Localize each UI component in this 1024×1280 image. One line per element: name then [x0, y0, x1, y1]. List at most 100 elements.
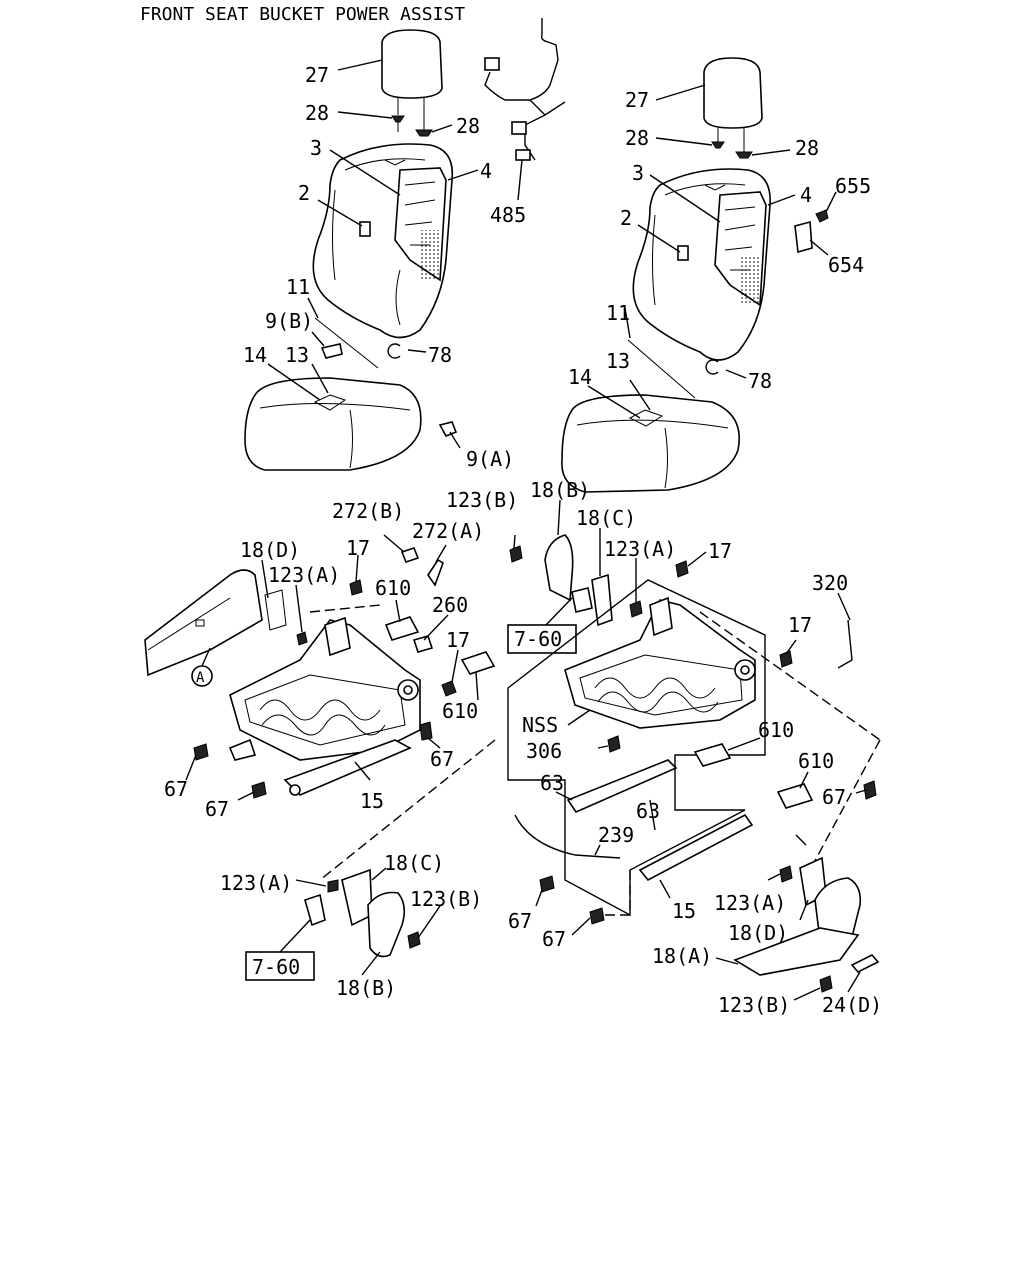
- bolt-67f: [589, 907, 605, 925]
- rod-11-left: [314, 317, 379, 369]
- bolt-67b: [193, 743, 209, 761]
- label-78: 78: [748, 369, 772, 393]
- cushion-right: [561, 394, 740, 493]
- label-18d: 18(D): [240, 538, 300, 562]
- bolt-17c: [675, 560, 689, 578]
- bolt-123a3: [779, 865, 793, 883]
- label-485: 485: [490, 203, 526, 227]
- label-15: 15: [360, 789, 384, 813]
- label-260: 260: [432, 593, 468, 617]
- bolt-123b2: [407, 931, 421, 949]
- ref-box-7-60a: [507, 624, 577, 654]
- label-67: 67: [508, 909, 532, 933]
- label-18c: 18(C): [576, 506, 636, 530]
- label-17: 17: [788, 613, 812, 637]
- label-3: 3: [310, 136, 322, 160]
- part-2-left: [359, 221, 371, 237]
- guide-28-left: [391, 115, 433, 137]
- bracket-18c-right: [591, 573, 613, 627]
- label-27: 27: [625, 88, 649, 112]
- label-9b: 9(B): [265, 309, 313, 333]
- cover-18d-right: [814, 877, 862, 946]
- bracket-18c: [341, 868, 373, 927]
- label-610: 610: [758, 718, 794, 742]
- label-67: 67: [822, 785, 846, 809]
- part-260: [412, 635, 434, 653]
- label-123a: 123(A): [604, 537, 676, 561]
- cover-654: [794, 220, 813, 254]
- label-28: 28: [456, 114, 480, 138]
- label-272a: 272(A): [412, 519, 484, 543]
- label-28: 28: [305, 101, 329, 125]
- label-14: 14: [568, 365, 592, 389]
- label-7-60: 7-60: [252, 955, 300, 979]
- clip-272a: [427, 558, 444, 587]
- bolt-67c: [251, 781, 267, 799]
- bolt-123b3: [819, 975, 833, 993]
- cover-18b-right: [544, 534, 574, 602]
- switch-7-60a: [304, 893, 326, 927]
- label-18b: 18(B): [530, 478, 590, 502]
- rod-320: [837, 619, 853, 669]
- cover-610b: [460, 651, 496, 675]
- label-4: 4: [480, 159, 492, 183]
- leader-dash-1: [309, 604, 381, 613]
- rails-right: [514, 759, 754, 882]
- label-655: 655: [835, 174, 871, 198]
- bolt-123a-right: [629, 600, 643, 618]
- seatback-frame-right: [714, 191, 767, 307]
- leader-dash-5: [809, 739, 881, 871]
- label-17: 17: [708, 539, 732, 563]
- bolt-67e: [539, 875, 555, 893]
- label-654: 654: [828, 253, 864, 277]
- label-11: 11: [286, 275, 310, 299]
- seat-frame-left: [229, 616, 421, 761]
- label-63: 63: [540, 771, 564, 795]
- cushion-left: [244, 377, 422, 471]
- label-28: 28: [625, 126, 649, 150]
- label-4: 4: [800, 183, 812, 207]
- label-123a: 123(A): [268, 563, 340, 587]
- label-17: 17: [346, 536, 370, 560]
- cover-18a: [733, 927, 860, 976]
- label-3: 3: [632, 161, 644, 185]
- part-2-right: [677, 245, 689, 261]
- label-610: 610: [375, 576, 411, 600]
- label-17: 17: [446, 628, 470, 652]
- label-nss: NSS: [522, 713, 558, 737]
- bolt-123a1: [296, 631, 308, 646]
- label-78: 78: [428, 343, 452, 367]
- clip-9a: [438, 421, 458, 438]
- bracket-18d: [264, 589, 287, 631]
- bolt-67d: [863, 780, 877, 800]
- nut-306: [607, 735, 621, 753]
- leader-dash-3: [605, 870, 631, 916]
- label-13: 13: [606, 349, 630, 373]
- label-18b: 18(B): [336, 976, 396, 1000]
- label-11: 11: [606, 301, 630, 325]
- diagram-title: FRONT SEAT BUCKET POWER ASSIST: [140, 4, 465, 25]
- exploded-boundary: [507, 579, 766, 917]
- screw-655: [815, 209, 829, 223]
- seat-frame-right: [564, 596, 756, 729]
- cover-18b: [367, 891, 406, 958]
- leader-lines: [185, 59, 867, 1001]
- bolt-17b: [441, 680, 457, 697]
- bolt-67a: [419, 721, 433, 741]
- clip-78-left: [387, 343, 401, 359]
- headrest-right: [703, 57, 763, 152]
- label-123b: 123(B): [410, 887, 482, 911]
- clip-272b: [400, 547, 420, 563]
- label-123a: 123(A): [220, 871, 292, 895]
- label-2: 2: [620, 206, 632, 230]
- label-123b: 123(B): [446, 488, 518, 512]
- knob-24d: [850, 954, 880, 973]
- label-610: 610: [798, 749, 834, 773]
- label-239: 239: [598, 823, 634, 847]
- bolt-123a2b: [327, 879, 339, 893]
- side-cover-A: [144, 569, 263, 677]
- label-306: 306: [526, 739, 562, 763]
- label-18a: 18(A): [652, 944, 712, 968]
- cover-610d: [776, 783, 814, 809]
